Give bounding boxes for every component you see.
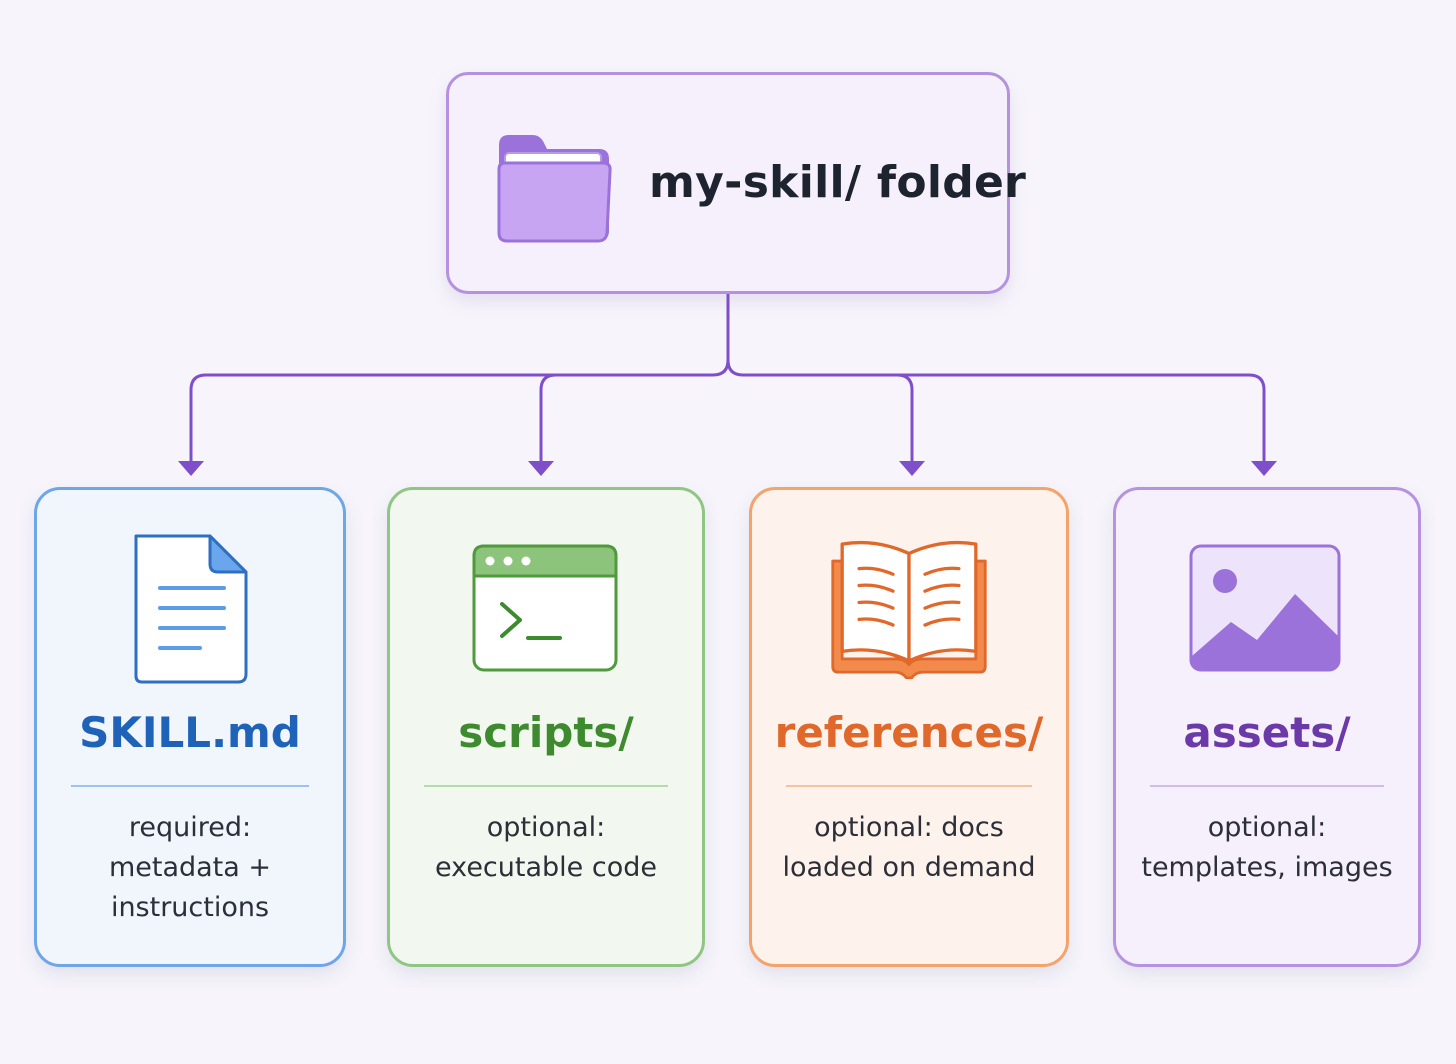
arrowhead-scripts <box>528 461 554 476</box>
card-references: references/ optional: docs loaded on dem… <box>749 487 1069 967</box>
card-assets: assets/ optional: templates, images <box>1113 487 1421 967</box>
card-title-scripts: scripts/ <box>458 708 634 757</box>
arrowhead-skill-md <box>178 461 204 476</box>
document-icon <box>134 534 248 684</box>
arrowhead-assets <box>1251 461 1277 476</box>
card-divider <box>1150 785 1384 787</box>
card-skill-md: SKILL.md required: metadata + instructio… <box>34 487 346 967</box>
trunk-connector <box>711 292 745 377</box>
card-title-references: references/ <box>774 708 1044 757</box>
card-description-assets: optional: templates, images <box>1141 812 1393 883</box>
card-divider <box>424 785 668 787</box>
branch-connector-right <box>741 373 1266 464</box>
card-divider <box>71 785 309 787</box>
card-scripts: scripts/ optional: executable code <box>387 487 705 967</box>
card-description-skill-md: required: metadata + instructions <box>108 812 272 923</box>
card-divider <box>786 785 1032 787</box>
card-title-assets: assets/ <box>1183 708 1351 757</box>
folder-icon <box>497 135 612 243</box>
root-folder-title: my-skill/ folder <box>649 157 1027 208</box>
book-icon <box>831 540 987 680</box>
arrowhead-references <box>899 461 925 476</box>
card-description-references: optional: docs loaded on demand <box>782 812 1036 883</box>
image-icon <box>1189 544 1341 672</box>
card-description-scripts: optional: executable code <box>435 812 657 883</box>
terminal-icon <box>472 544 618 672</box>
root-folder-node: my-skill/ folder <box>446 72 1026 294</box>
card-title-skill-md: SKILL.md <box>79 708 301 757</box>
branch-connector-left <box>189 373 715 464</box>
